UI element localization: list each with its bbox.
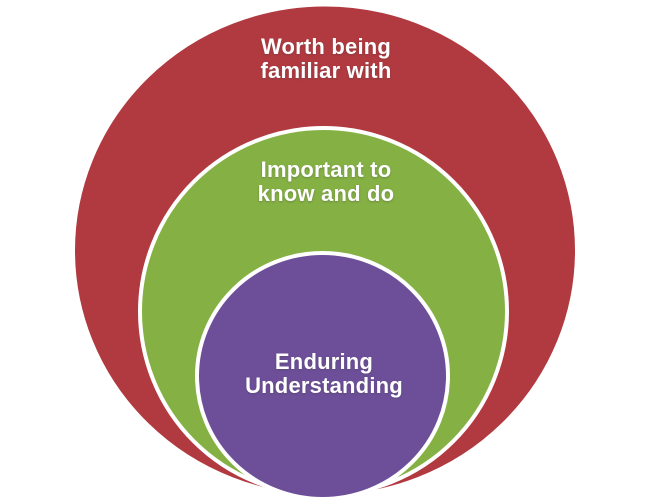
middle-ring-label: Important to know and do [258,158,395,206]
inner-ring-label-line2: Understanding [245,373,403,398]
inner-ring-label: Enduring Understanding [245,350,403,398]
inner-ring-enduring-understanding [195,251,450,501]
outer-ring-label-line2: familiar with [260,58,392,83]
outer-ring-label: Worth being familiar with [261,35,392,83]
middle-ring-label-line2: know and do [257,181,395,206]
outer-ring-label-line1: Worth being [260,34,392,59]
inner-ring-label-line1: Enduring [274,349,374,374]
middle-ring-label-line1: Important to [260,157,392,182]
